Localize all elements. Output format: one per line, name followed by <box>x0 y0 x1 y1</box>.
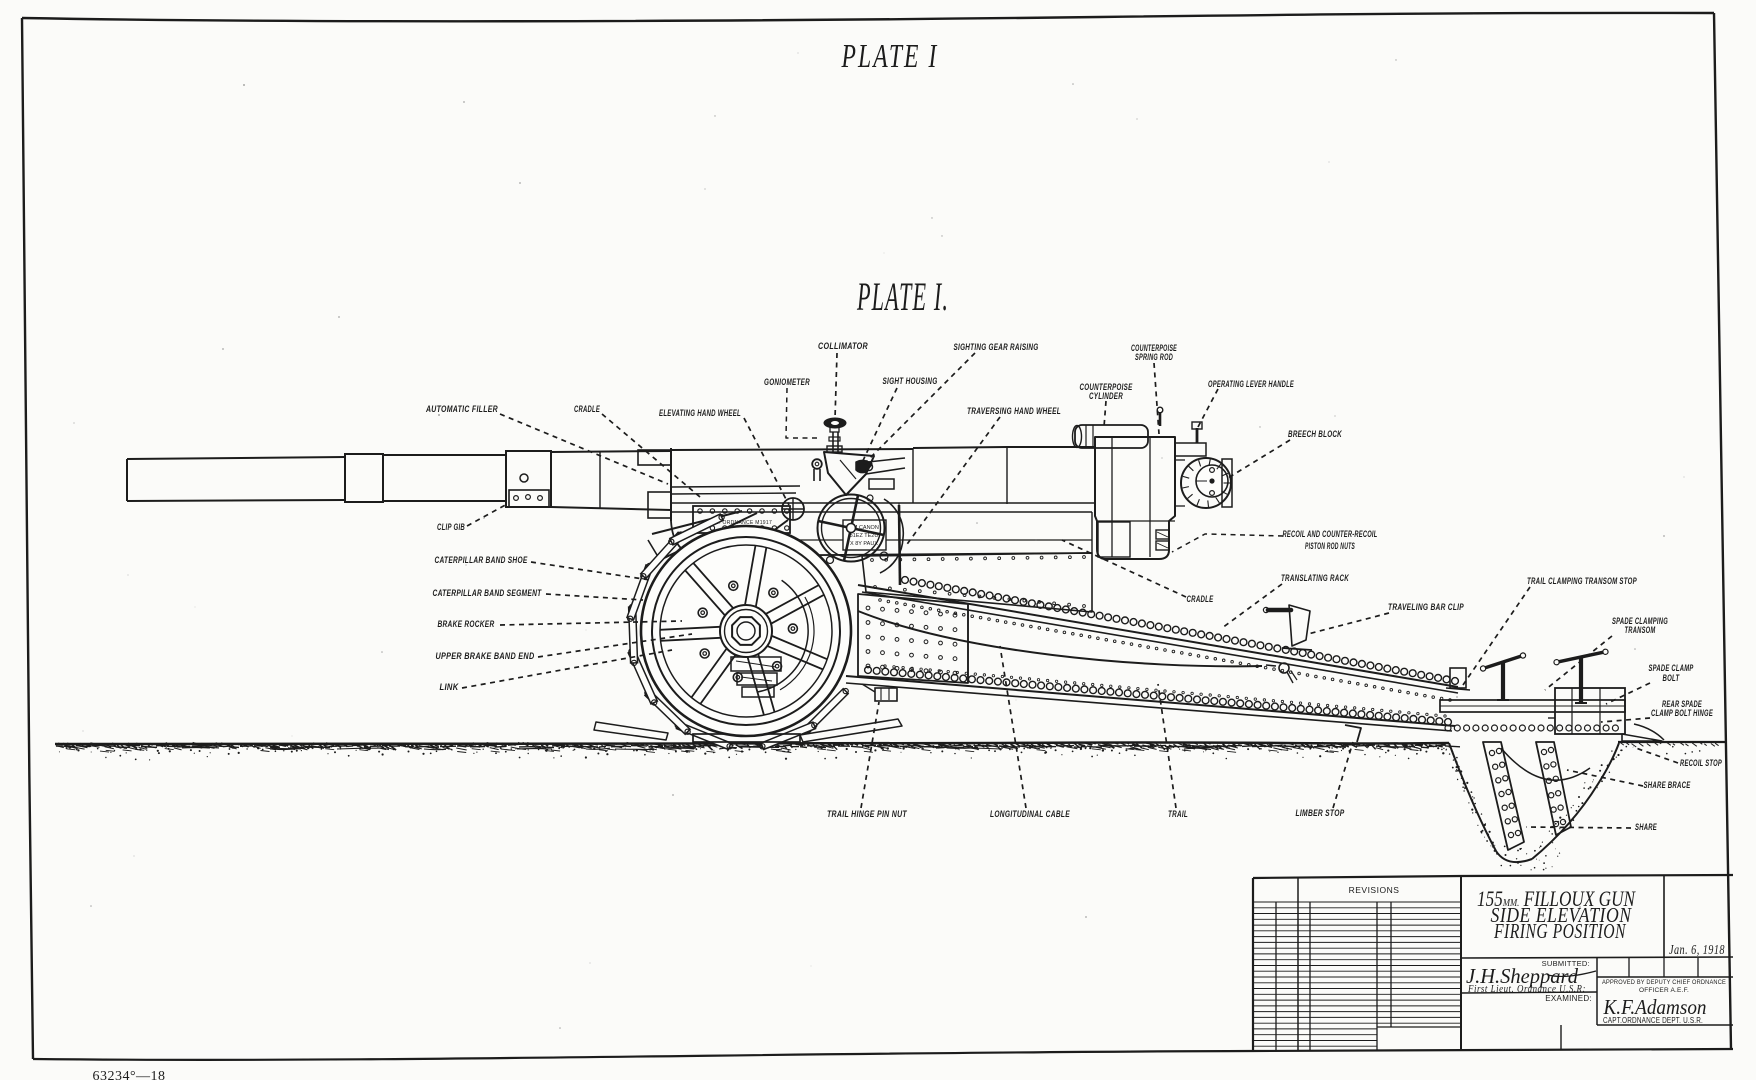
svg-text:COUNTERPOISE: COUNTERPOISE <box>1131 343 1177 353</box>
svg-text:APPROVED BY DEPUTY CHIEF ORDNA: APPROVED BY DEPUTY CHIEF ORDNANCE <box>1602 979 1726 986</box>
svg-text:COLLIMATOR: COLLIMATOR <box>818 341 868 351</box>
svg-text:RECOIL AND COUNTER-RECOIL: RECOIL AND COUNTER-RECOIL <box>1283 529 1378 539</box>
svg-text:PLATE I.: PLATE I. <box>856 274 949 319</box>
svg-text:CRADLE: CRADLE <box>574 404 600 414</box>
svg-text:VM CANON: VM CANON <box>849 525 879 531</box>
svg-text:U.S. ORDNANCE M1917: U.S. ORDNANCE M1917 <box>710 520 772 526</box>
svg-text:155MM. FILLOUX GUN: 155MM. FILLOUX GUN <box>1477 886 1636 911</box>
svg-text:CATERPILLAR BAND SEGMENT: CATERPILLAR BAND SEGMENT <box>433 588 543 598</box>
svg-text:Jan. 6, 1918: Jan. 6, 1918 <box>1669 942 1725 957</box>
svg-text:TRANSOM: TRANSOM <box>1625 625 1656 635</box>
svg-text:SPADE CLAMP: SPADE CLAMP <box>1649 663 1694 673</box>
svg-text:BREECH BLOCK: BREECH BLOCK <box>1288 429 1343 439</box>
svg-text:OPERATING LEVER HANDLE: OPERATING LEVER HANDLE <box>1208 379 1294 389</box>
svg-text:X 8Y PAUX: X 8Y PAUX <box>850 541 878 547</box>
svg-text:RECOIL STOP: RECOIL STOP <box>1680 758 1722 768</box>
svg-text:BOLT: BOLT <box>1663 673 1681 683</box>
svg-text:81EZ TE2U: 81EZ TE2U <box>850 533 879 539</box>
svg-text:CYLINDER: CYLINDER <box>1089 391 1123 401</box>
svg-text:LONGITUDINAL CABLE: LONGITUDINAL CABLE <box>990 809 1070 819</box>
svg-text:SIGHTING GEAR RAISING: SIGHTING GEAR RAISING <box>954 342 1039 352</box>
svg-text:TRAVELING BAR CLIP: TRAVELING BAR CLIP <box>1388 602 1464 612</box>
svg-text:CLAMP BOLT HINGE: CLAMP BOLT HINGE <box>1651 708 1713 718</box>
svg-text:SHARE BRACE: SHARE BRACE <box>1644 780 1691 790</box>
svg-text:SPADE CLAMPING: SPADE CLAMPING <box>1612 616 1668 626</box>
svg-text:GONIOMETER: GONIOMETER <box>764 377 810 387</box>
svg-text:UPPER BRAKE BAND END: UPPER BRAKE BAND END <box>436 651 535 661</box>
svg-text:REVISIONS: REVISIONS <box>1349 885 1400 895</box>
svg-text:LINK: LINK <box>440 682 460 692</box>
svg-text:SHARE: SHARE <box>1635 822 1657 832</box>
svg-text:BRAKE ROCKER: BRAKE ROCKER <box>438 619 495 629</box>
svg-text:K.F.Adamson: K.F.Adamson <box>1603 995 1707 1019</box>
svg-text:COUNTERPOISE: COUNTERPOISE <box>1080 382 1133 392</box>
svg-text:TRANSLATING RACK: TRANSLATING RACK <box>1281 573 1350 583</box>
svg-text:ELEVATING HAND WHEEL: ELEVATING HAND WHEEL <box>659 408 741 418</box>
svg-text:SPRING ROD: SPRING ROD <box>1135 352 1173 362</box>
svg-text:EXAMINED:: EXAMINED: <box>1545 994 1592 1003</box>
svg-text:CATERPILLAR BAND SHOE: CATERPILLAR BAND SHOE <box>435 555 528 565</box>
svg-text:PLATE I: PLATE I <box>841 38 939 75</box>
svg-text:CRADLE: CRADLE <box>1187 594 1214 604</box>
svg-text:AUTOMATIC FILLER: AUTOMATIC FILLER <box>425 404 498 414</box>
svg-text:OFFICER A.E.F.: OFFICER A.E.F. <box>1639 987 1689 994</box>
svg-text:CLIP GIB: CLIP GIB <box>437 522 465 532</box>
svg-text:SIGHT HOUSING: SIGHT HOUSING <box>883 376 938 386</box>
svg-text:LIMBER STOP: LIMBER STOP <box>1296 808 1345 818</box>
svg-text:FIRING POSITION: FIRING POSITION <box>1493 919 1626 943</box>
svg-text:TRAIL CLAMPING TRANSOM STOP: TRAIL CLAMPING TRANSOM STOP <box>1527 576 1637 586</box>
svg-text:SIDE ELEVATION: SIDE ELEVATION <box>1491 903 1632 927</box>
svg-text:63234°—18: 63234°—18 <box>92 1069 165 1080</box>
svg-text:CAPT.ORDNANCE DEPT. U.S.R.: CAPT.ORDNANCE DEPT. U.S.R. <box>1603 1016 1703 1025</box>
svg-text:TRAIL: TRAIL <box>1168 809 1188 819</box>
svg-text:TRAVERSING HAND WHEEL: TRAVERSING HAND WHEEL <box>967 406 1061 416</box>
svg-text:TRAIL HINGE PIN NUT: TRAIL HINGE PIN NUT <box>827 809 908 819</box>
svg-text:First Lieut. Ordnance U.S.R:: First Lieut. Ordnance U.S.R: <box>1467 984 1586 995</box>
svg-text:REAR SPADE: REAR SPADE <box>1662 699 1702 709</box>
svg-text:PISTON ROD NUTS: PISTON ROD NUTS <box>1305 541 1355 551</box>
svg-text:SUBMITTED:: SUBMITTED: <box>1542 959 1590 968</box>
